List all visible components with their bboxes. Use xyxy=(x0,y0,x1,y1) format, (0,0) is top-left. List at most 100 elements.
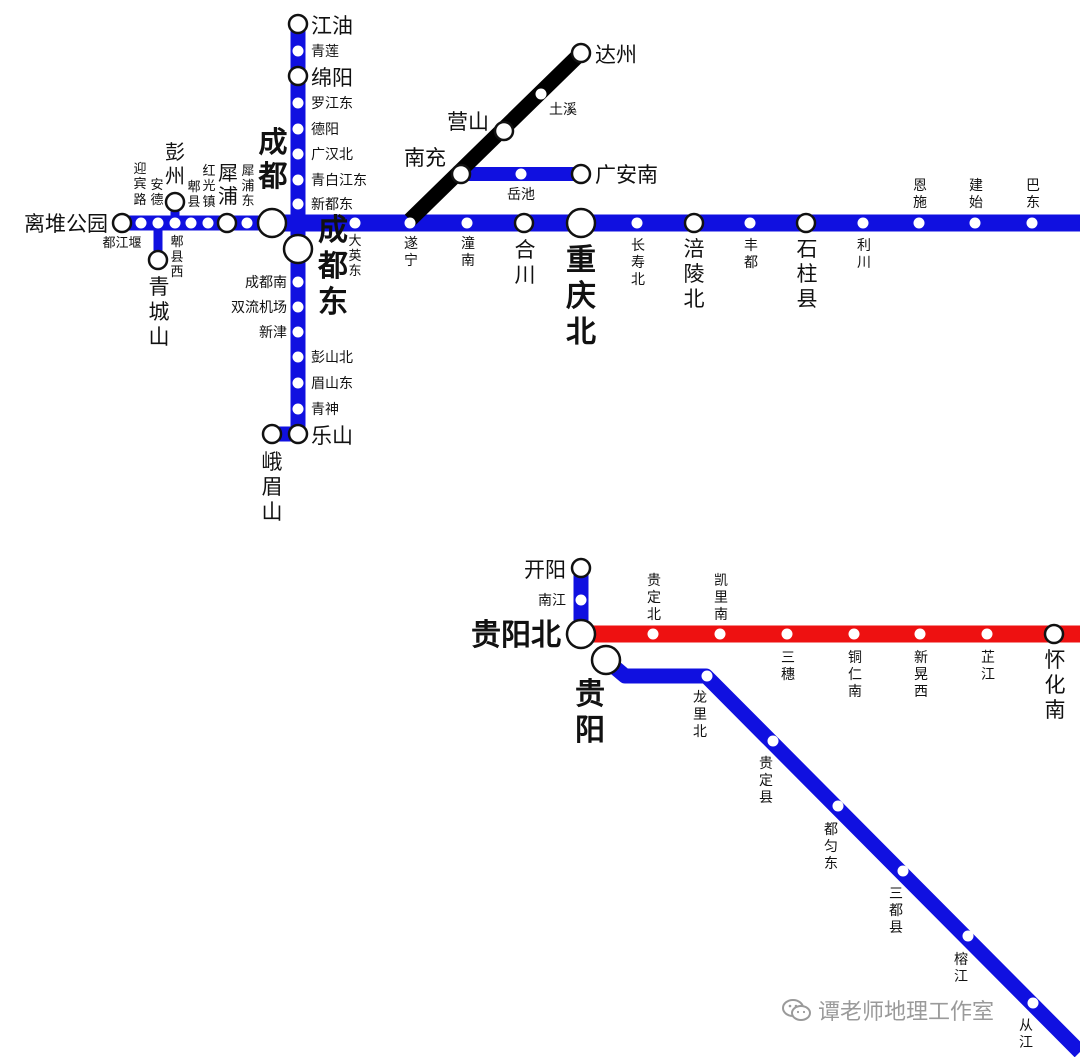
label-xipu: 犀浦 xyxy=(218,161,238,208)
station-xipu[interactable] xyxy=(216,212,238,234)
station-nanchong[interactable] xyxy=(450,163,472,185)
station-guidingbei[interactable] xyxy=(647,628,659,640)
station-suining[interactable] xyxy=(404,217,416,229)
label-ande: 安德 xyxy=(150,178,163,208)
station-luojiangdong[interactable] xyxy=(292,97,304,109)
station-chengdudong[interactable] xyxy=(282,233,314,265)
label-fengdu: 丰都 xyxy=(744,238,758,271)
station-pengshanbei[interactable] xyxy=(292,351,304,363)
station-leshan[interactable] xyxy=(287,423,309,445)
label-longlibei: 龙里北 xyxy=(693,690,707,740)
station-yingshan[interactable] xyxy=(493,120,515,142)
label-duyundong: 都匀东 xyxy=(824,822,838,872)
label-qingshen: 青神 xyxy=(311,402,339,418)
label-luojiangdong: 罗江东 xyxy=(311,96,353,112)
station-sansui[interactable] xyxy=(781,628,793,640)
station-guanganan[interactable] xyxy=(570,163,592,185)
station-fulingbei[interactable] xyxy=(683,212,705,234)
wechat-icon xyxy=(782,999,811,1021)
station-hongguangzhen[interactable] xyxy=(202,217,214,229)
label-yingshan: 营山 xyxy=(447,110,489,134)
station-emeishan[interactable] xyxy=(261,423,283,445)
station-zhijiang[interactable] xyxy=(981,628,993,640)
station-duyundong[interactable] xyxy=(832,800,844,812)
label-chengdunan: 成都南 xyxy=(245,275,287,291)
label-liduigongyuan: 离堆公园 xyxy=(24,212,108,236)
station-xinhuangxi[interactable] xyxy=(914,628,926,640)
station-huaihuanan[interactable] xyxy=(1043,623,1065,645)
station-tongrennan[interactable] xyxy=(848,628,860,640)
station-pengzhou[interactable] xyxy=(164,191,186,213)
station-tongnan[interactable] xyxy=(461,217,473,229)
station-pixian[interactable] xyxy=(185,217,197,229)
label-kaiyang: 开阳 xyxy=(524,558,566,582)
label-deyang: 德阳 xyxy=(311,122,339,138)
station-shuangliujichang[interactable] xyxy=(292,301,304,313)
label-yingbin: 迎宾 xyxy=(133,162,146,192)
station-meishandong[interactable] xyxy=(292,377,304,389)
label-fulingbei: 涪陵北 xyxy=(684,237,705,311)
station-dujiangyan[interactable] xyxy=(135,217,147,229)
label-congjiang: 从江 xyxy=(1019,1018,1033,1051)
label-mianyang: 绵阳 xyxy=(311,66,353,90)
station-chengdu[interactable] xyxy=(256,207,288,239)
station-enshi[interactable] xyxy=(913,217,925,229)
label-xinduodong: 新都东 xyxy=(311,197,353,213)
label-chongqingbei: 重庆北 xyxy=(566,243,596,350)
station-guiyangbei[interactable] xyxy=(565,618,597,650)
label-badong: 巴东 xyxy=(1026,178,1040,211)
station-chongqingbei[interactable] xyxy=(565,207,597,239)
station-jiangyou[interactable] xyxy=(287,13,309,35)
station-hechuan[interactable] xyxy=(513,212,535,234)
station-qingchengshan[interactable] xyxy=(147,249,169,271)
station-deyang[interactable] xyxy=(292,123,304,135)
label-guidingxian: 贵定县 xyxy=(759,756,773,806)
station-fengdu[interactable] xyxy=(744,217,756,229)
station-dazhou[interactable] xyxy=(570,42,592,64)
station-guanghanbei[interactable] xyxy=(292,148,304,160)
station-longlibei[interactable] xyxy=(701,670,713,682)
station-badong[interactable] xyxy=(1026,217,1038,229)
label-jiangyou: 江油 xyxy=(311,14,353,38)
station-chengdunan[interactable] xyxy=(292,276,304,288)
label-guiyangbei: 贵阳北 xyxy=(471,618,561,653)
station-tuxi[interactable] xyxy=(535,88,547,100)
label-zhen: 镇 xyxy=(202,195,215,210)
label-suining: 遂宁 xyxy=(404,236,418,269)
station-ande[interactable] xyxy=(152,217,164,229)
label-sanduxian: 三都县 xyxy=(889,886,903,936)
station-mianyang[interactable] xyxy=(287,65,309,87)
station-pixianxi[interactable] xyxy=(169,217,181,229)
watermark-text: 谭老师地理工作室 xyxy=(818,1000,995,1025)
label-qinglian: 青莲 xyxy=(311,44,339,60)
label-xipudong: 犀浦东 xyxy=(241,164,254,209)
label-guanghanbei: 广汉北 xyxy=(311,147,353,163)
station-xipudong[interactable] xyxy=(241,217,253,229)
station-liduigongyuan[interactable] xyxy=(111,212,133,234)
station-congjiang[interactable] xyxy=(1027,997,1039,1009)
station-sanduxian[interactable] xyxy=(897,865,909,877)
station-yuechi[interactable] xyxy=(515,168,527,180)
station-xinduodong[interactable] xyxy=(292,198,304,210)
station-nanjiang[interactable] xyxy=(575,594,587,606)
station-qingshen[interactable] xyxy=(292,403,304,415)
station-guidingxian[interactable] xyxy=(767,735,779,747)
station-guiyang[interactable] xyxy=(590,644,622,676)
station-qingbaijiangdong[interactable] xyxy=(292,174,304,186)
station-xinjin[interactable] xyxy=(292,326,304,338)
label-qingbaijiangdong: 青白江东 xyxy=(311,173,367,189)
station-dayingdong[interactable] xyxy=(349,217,361,229)
station-changshoubei[interactable] xyxy=(631,217,643,229)
station-jianshi[interactable] xyxy=(969,217,981,229)
station-lichuan[interactable] xyxy=(857,217,869,229)
station-qinglian[interactable] xyxy=(292,45,304,57)
label-dujiangyan: 都江堰 xyxy=(102,236,141,251)
station-rongjiang[interactable] xyxy=(962,930,974,942)
station-kailinan[interactable] xyxy=(714,628,726,640)
station-shizhuxian[interactable] xyxy=(795,212,817,234)
station-kaiyang[interactable] xyxy=(570,557,592,579)
label-pengzhou: 彭州 xyxy=(165,140,185,188)
label-leshan: 乐山 xyxy=(311,424,353,448)
label-yuechi: 岳池 xyxy=(507,187,535,203)
